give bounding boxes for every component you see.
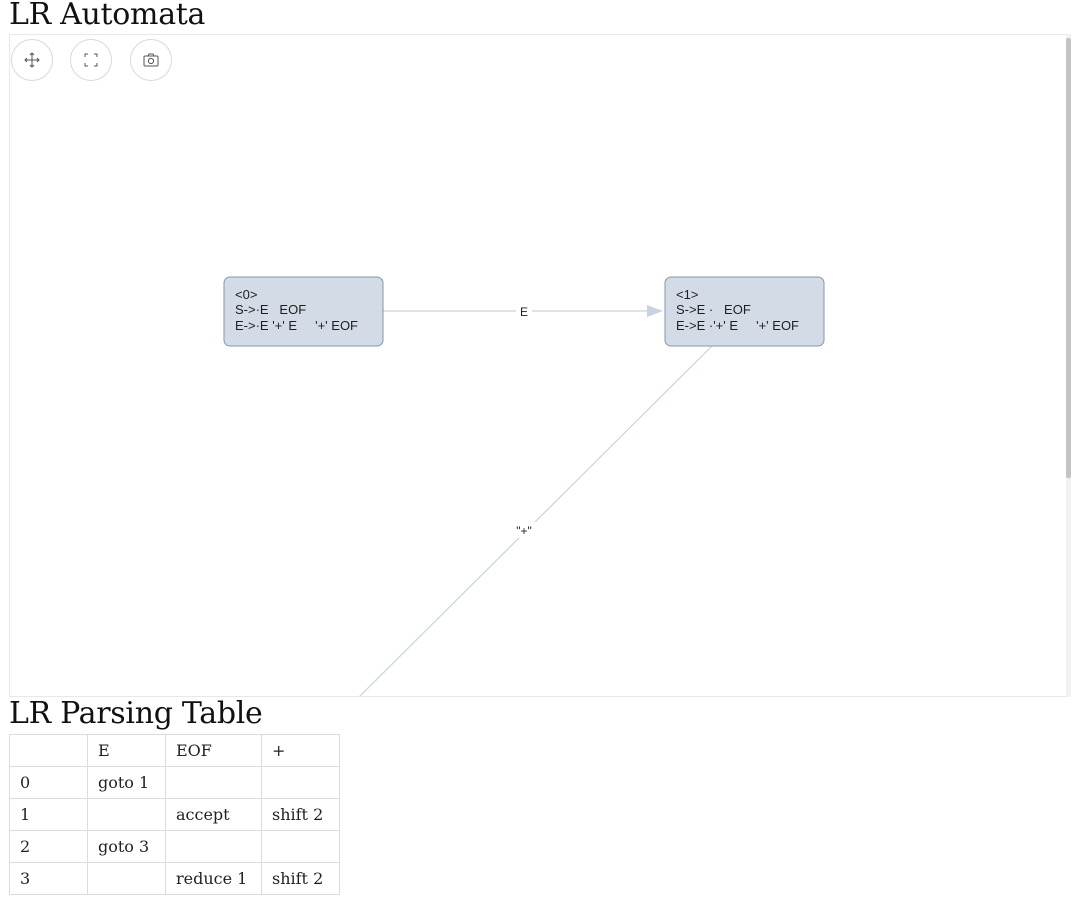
table-header-row: E EOF +: [9, 734, 340, 767]
table-cell: [261, 830, 340, 863]
table-cell: [165, 766, 262, 799]
table-cell: accept: [165, 798, 262, 831]
state-header: <1>: [676, 287, 698, 302]
state-text: <1> S->E · EOF E->E ·'+' E '+' EOF: [10, 35, 824, 333]
table-row: 0 goto 1: [9, 766, 340, 799]
table-cell: 1: [9, 798, 88, 831]
column-header: +: [261, 734, 340, 767]
state-node-0[interactable]: <0> S->·E EOF E->·E '+' E '+' EOF: [10, 35, 384, 347]
automata-graph[interactable]: E "+" <0> S->·E EOF E->·E '+' E '+' EOF …: [10, 35, 1071, 697]
column-header: EOF: [165, 734, 262, 767]
table-row: 1 accept shift 2: [9, 798, 340, 831]
state-item: S->·E EOF: [235, 302, 306, 317]
state-item: E->·E '+' E '+' EOF: [235, 318, 358, 333]
state-header: <0>: [235, 287, 257, 302]
edge-label: "+": [516, 524, 532, 538]
column-header: [9, 734, 88, 767]
edge-line: [359, 345, 713, 696]
table-cell: reduce 1: [165, 862, 262, 895]
table-cell: shift 2: [261, 798, 340, 831]
scrollbar-thumb[interactable]: [1066, 38, 1071, 478]
edge-label-background: [510, 522, 538, 538]
table-cell: 3: [9, 862, 88, 895]
table-cell: [165, 830, 262, 863]
table-row: 3 reduce 1 shift 2: [9, 862, 340, 895]
state-box: [223, 276, 384, 347]
automata-graph-canvas[interactable]: E "+" <0> S->·E EOF E->·E '+' E '+' EOF …: [9, 34, 1071, 697]
table-cell: goto 3: [87, 830, 166, 863]
edge-0-to-1[interactable]: E: [383, 303, 663, 319]
column-header: E: [87, 734, 166, 767]
table-cell: shift 2: [261, 862, 340, 895]
state-item: S->E · EOF: [676, 302, 751, 317]
screenshot-button[interactable]: [130, 39, 172, 81]
state-text: <0> S->·E EOF E->·E '+' E '+' EOF: [10, 35, 383, 333]
table-cell: 0: [9, 766, 88, 799]
table-cell: goto 1: [87, 766, 166, 799]
pan-button[interactable]: [11, 39, 53, 81]
table-cell: [87, 798, 166, 831]
automata-heading: LR Automata: [9, 0, 206, 32]
table-cell: 2: [9, 830, 88, 863]
edge-label-background: [516, 303, 532, 319]
graph-scrollbar[interactable]: [1066, 34, 1071, 697]
state-box: [664, 276, 825, 347]
fit-view-button[interactable]: [70, 39, 112, 81]
state-node-1[interactable]: <1> S->E · EOF E->E ·'+' E '+' EOF: [10, 35, 825, 347]
fullscreen-corners-icon: [84, 53, 98, 67]
edge-1-plus[interactable]: "+": [358, 345, 713, 697]
camera-icon: [143, 53, 159, 67]
table-row: 2 goto 3: [9, 830, 340, 863]
move-arrows-icon: [24, 52, 40, 68]
table-cell: [261, 766, 340, 799]
table-cell: [87, 862, 166, 895]
state-item: E->E ·'+' E '+' EOF: [676, 318, 799, 333]
edge-label: E: [520, 305, 528, 319]
parsing-table-heading: LR Parsing Table: [9, 696, 263, 731]
lr-parsing-table: E EOF + 0 goto 1 1 accept shift 2 2 goto…: [9, 734, 340, 895]
